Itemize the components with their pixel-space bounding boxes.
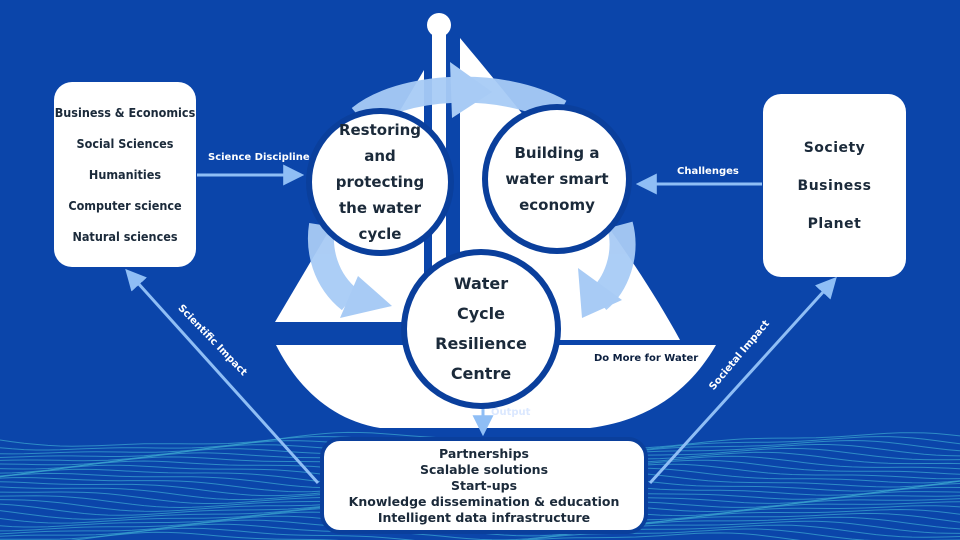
wave-line [69,531,801,540]
discipline-item: Natural sciences [72,229,178,244]
wave-line [0,523,960,540]
output-item: Scalable solutions [419,461,549,477]
discipline-item: Computer science [68,198,182,213]
outputs-box: Partnerships Scalable solutions Start-up… [320,437,648,534]
discipline-item: Business & Economics [54,105,196,120]
cycle-arrowhead-right [578,268,622,318]
wave-line [0,527,960,540]
challenge-item: Business [797,177,872,194]
cycle-arc-left [307,222,359,311]
cycle-arrowhead-top [450,62,492,118]
scientific-impact-arrow [125,268,320,485]
science-discipline-label: Science Discipline [208,152,310,163]
science-disciplines-box: Business & Economics Social Sciences Hum… [54,82,196,267]
challenges-label: Challenges [677,166,739,177]
discipline-item: Humanities [88,167,162,182]
discipline-item: Social Sciences [76,136,174,151]
building-label: Building a water smart economy [505,144,609,214]
resilience-centre-circle: Water Cycle Resilience Centre [401,249,561,409]
restoring-label: Restoring and protecting the water cycle [335,121,425,243]
challenge-item: Planet [807,215,862,232]
restoring-water-cycle-circle: Restoring and protecting the water cycle [306,108,454,256]
output-item: Start-ups [450,477,518,493]
challenge-item: Society [803,139,866,156]
cycle-arrowheads [340,62,622,318]
water-smart-economy-circle: Building a water smart economy [482,104,632,254]
output-item: Knowledge dissemination & education [348,493,620,509]
mast-top [427,13,451,37]
cycle-arrowhead-left [340,276,392,318]
societal-impact-arrow [648,276,837,485]
output-item: Intelligent data infrastructure [377,509,591,525]
tagline-label: Do More for Water [594,353,699,364]
challenge-areas-box: Society Business Planet [763,94,906,277]
output-item: Partnerships [439,445,529,461]
centre-label: Water Cycle Resilience Centre [435,274,527,383]
output-label: Output [491,407,531,418]
